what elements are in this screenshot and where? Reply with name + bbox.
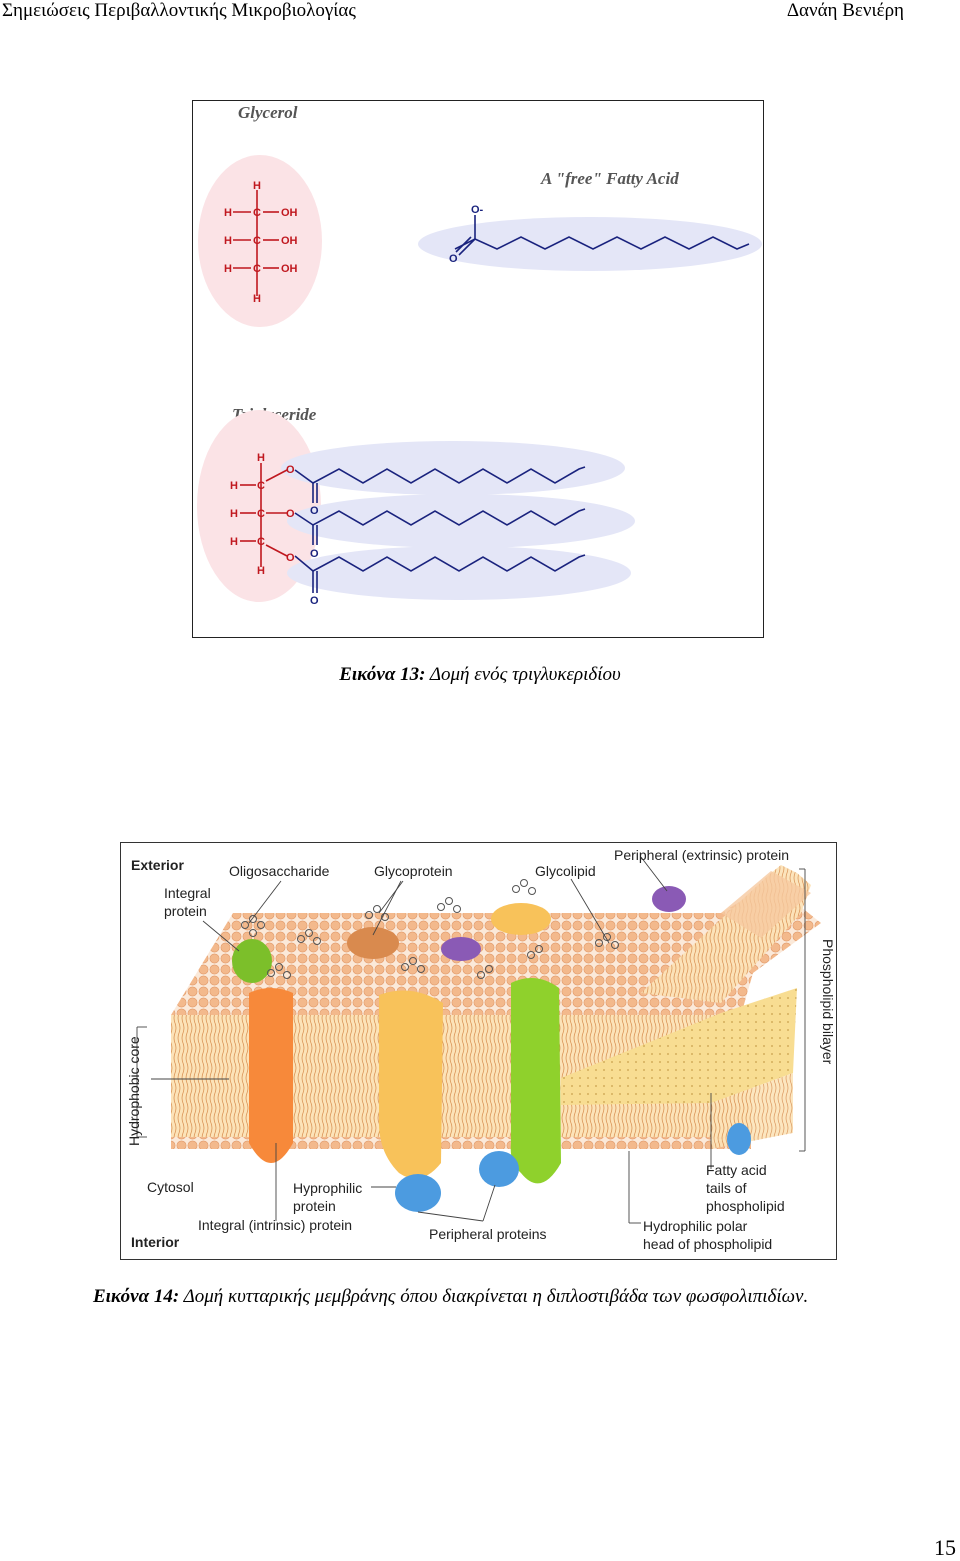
fatty-acid-chain xyxy=(454,236,750,250)
label-oligosaccharide: Oligosaccharide xyxy=(229,863,330,879)
caption-prefix: Εικόνα 13: xyxy=(339,664,426,685)
free-fatty-acid-label: A "free" Fatty Acid xyxy=(540,169,679,188)
atom-o: O xyxy=(449,253,458,265)
integral-protein xyxy=(232,939,272,983)
atom-h: H xyxy=(230,536,238,548)
atom-c: C xyxy=(257,480,265,492)
triglyceride-figure: Glycerol A "free" Fatty Acid Triglycerid… xyxy=(192,100,764,638)
label-glycoprotein: Glycoprotein xyxy=(374,863,453,879)
label-interior: Interior xyxy=(131,1234,180,1250)
label-hyprophilic-line2: protein xyxy=(293,1198,336,1214)
atom-o: O xyxy=(310,548,319,560)
atom-c: C xyxy=(253,207,261,219)
atom-c: C xyxy=(257,508,265,520)
atom-h: H xyxy=(257,452,265,464)
label-hyprophilic-line1: Hyprophilic xyxy=(293,1180,362,1196)
label-cytosol: Cytosol xyxy=(147,1179,194,1195)
atom-h: H xyxy=(224,235,232,247)
atom-h: H xyxy=(253,180,261,192)
triglyceride-chains xyxy=(294,466,586,593)
fatty-acid-highlight xyxy=(418,217,762,271)
label-phospholipid-bilayer: Phospholipid bilayer xyxy=(820,939,836,1065)
atom-h: H xyxy=(224,207,232,219)
triglyceride-glycerol-highlight xyxy=(197,410,321,602)
label-polar-head-line2: head of phospholipid xyxy=(643,1236,772,1252)
atom-h: H xyxy=(230,508,238,520)
atom-h: H xyxy=(257,565,265,577)
label-peripheral-proteins: Peripheral proteins xyxy=(429,1226,547,1242)
hyprophilic-protein xyxy=(379,990,443,1179)
atom-o: O xyxy=(286,464,295,476)
glycerol-label: Glycerol xyxy=(238,103,298,122)
atom-c: C xyxy=(257,536,265,548)
caption-prefix: Εικόνα 14: xyxy=(93,1286,180,1307)
atom-o: O xyxy=(310,595,319,607)
atom-o: O xyxy=(286,552,295,564)
leader-lines xyxy=(136,856,806,1224)
peripheral-protein-2 xyxy=(479,1151,519,1187)
page-number: 15 xyxy=(934,1535,956,1560)
caption-text: Δομή ενός τριγλυκεριδίου xyxy=(425,664,621,685)
peripheral-protein-1 xyxy=(395,1174,441,1212)
atom-h: H xyxy=(253,293,261,305)
figure-13-caption: Εικόνα 13: Δομή ενός τριγλυκεριδίου xyxy=(0,664,960,686)
running-header-title: Σημειώσεις Περιβαλλοντικής Μικροβιολογία… xyxy=(2,0,356,21)
label-glycolipid: Glycolipid xyxy=(535,863,596,879)
integral-intrinsic-protein xyxy=(249,988,293,1163)
chain-highlight-1 xyxy=(281,441,625,495)
caption-text: Δομή κυτταρικής μεμβράνης όπου διακρίνετ… xyxy=(179,1286,809,1307)
label-hydrophobic-core: Hydrophobic core xyxy=(126,1036,142,1146)
atom-c: C xyxy=(253,263,261,275)
label-exterior: Exterior xyxy=(131,857,184,873)
atom-o: O xyxy=(286,508,295,520)
label-fatty-acid-line1: Fatty acid xyxy=(706,1162,767,1178)
peripheral-protein-3 xyxy=(727,1123,751,1155)
glycerol-molecule xyxy=(233,190,279,296)
glycerol-highlight xyxy=(198,155,322,327)
cell-membrane-figure: Exterior Oligosaccharide Glycoprotein Gl… xyxy=(120,842,837,1260)
label-integral-intrinsic: Integral (intrinsic) protein xyxy=(198,1217,352,1233)
label-polar-head-line1: Hydrophilic polar xyxy=(643,1218,748,1234)
atom-oh: OH xyxy=(281,235,298,247)
bilayer-cut-surface xyxy=(561,988,797,1105)
glycolipid-protein xyxy=(491,903,551,935)
transmembrane-protein-green xyxy=(510,978,561,1184)
peripheral-extrinsic-protein xyxy=(652,886,686,912)
atom-oh: OH xyxy=(281,207,298,219)
atom-h: H xyxy=(224,263,232,275)
atom-h: H xyxy=(230,480,238,492)
chain-highlight-3 xyxy=(287,546,631,600)
running-header-author: Δανάη Βενιέρη xyxy=(786,0,904,21)
cell-membrane-diagram: Exterior Oligosaccharide Glycoprotein Gl… xyxy=(126,847,836,1252)
label-fatty-acid-line2: tails of xyxy=(706,1180,747,1196)
glycoprotein xyxy=(347,927,399,959)
atom-o: O xyxy=(310,505,319,517)
triglyceride-diagram: Glycerol A "free" Fatty Acid Triglycerid… xyxy=(197,103,762,607)
figure-14-caption: Εικόνα 14: Δομή κυτταρικής μεμβράνης όπο… xyxy=(93,1286,808,1308)
atom-c: C xyxy=(253,235,261,247)
label-integral-protein-line1: Integral xyxy=(164,885,211,901)
triglyceride-backbone xyxy=(240,463,288,567)
purple-protein xyxy=(441,937,481,961)
oligosaccharide-chains xyxy=(241,879,619,979)
atom-oh: OH xyxy=(281,263,298,275)
label-integral-protein-line2: protein xyxy=(164,903,207,919)
inner-lipid-heads xyxy=(171,1137,751,1149)
chain-highlight-2 xyxy=(287,494,635,548)
atom-o-minus: O- xyxy=(471,204,484,216)
label-fatty-acid-line3: phospholipid xyxy=(706,1198,785,1214)
label-peripheral-extrinsic: Peripheral (extrinsic) protein xyxy=(614,847,789,863)
